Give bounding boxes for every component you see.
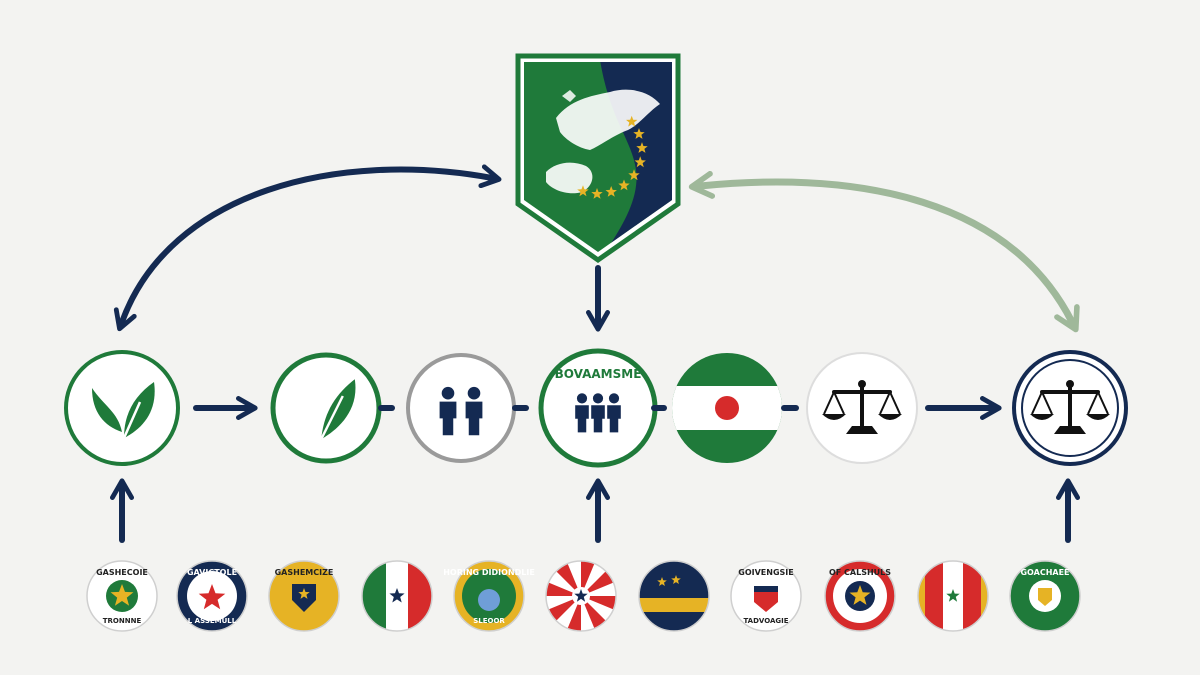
- badge-7: [638, 560, 710, 632]
- badge-9: OF CALSHULS: [824, 560, 896, 632]
- eu-stars: [577, 115, 648, 199]
- badge-1: GASHECOIE TRONNNE: [86, 560, 158, 632]
- up-arrows: [110, 478, 1080, 543]
- star-icon: [605, 186, 617, 197]
- badge-row: GASHECOIE TRONNNE GAVICTOLE L ASSEMULL GASHE…: [86, 560, 1081, 632]
- star-icon: [633, 128, 645, 139]
- badge-8: GOIVENGSIE TADVOAGIE: [730, 560, 802, 632]
- badge-4: [361, 560, 433, 632]
- star-icon: [634, 156, 646, 168]
- badge-top-text: GAVICTOLE: [187, 568, 237, 577]
- badge-top-text: GOIVENGSIE: [738, 568, 793, 577]
- node-people-3: BOVAAMSME: [538, 348, 658, 468]
- star-icon: [591, 188, 603, 199]
- node-leaf-2: [270, 352, 382, 464]
- badge-5: HORING DIDIONDLIE SLEOOR: [443, 560, 535, 632]
- people-icon: [439, 386, 483, 436]
- badge-10: [917, 560, 989, 632]
- crest-seal-icon: [730, 560, 802, 632]
- green-crest-seal-icon: [1009, 560, 1081, 632]
- badge-3: GASHEMCIZE: [268, 560, 340, 632]
- scales-icon: [822, 380, 902, 434]
- people-icon: [575, 393, 621, 433]
- red-star-seal-icon: [824, 560, 896, 632]
- badge-top-text: OF CALSHULS: [829, 568, 891, 577]
- red-dot: [715, 396, 739, 420]
- node-leaf-1: [64, 350, 180, 466]
- badge-top-text: GOACHAEE: [1020, 568, 1069, 577]
- node-scales-2: [1012, 350, 1128, 466]
- badge-bottom-text: TADVOAGIE: [743, 617, 788, 625]
- blue-gold-star-flag-icon: [638, 560, 710, 632]
- curved-arrow-right: [688, 170, 1080, 333]
- badge-top-text: GASHEMCIZE: [275, 568, 334, 577]
- node-scales-1: [806, 352, 918, 464]
- green-star-seal-icon: [86, 560, 158, 632]
- gold-shield-badge-icon: [268, 560, 340, 632]
- europe-map-shield-icon: [515, 53, 681, 264]
- node-people-2: [406, 353, 516, 463]
- badge-top-text: GASHECOIE: [96, 568, 148, 577]
- badge-bottom-text: SLEOOR: [473, 617, 505, 625]
- star-icon: [636, 142, 648, 153]
- star-icon: [626, 115, 638, 127]
- star-icon: [628, 169, 640, 181]
- red-star-blue-badge-icon: [176, 560, 248, 632]
- badge-2: GAVICTOLE L ASSEMULL: [176, 560, 248, 632]
- main-node-row: BOVAAMSME: [64, 348, 1128, 468]
- star-icon: [618, 179, 630, 191]
- star-icon: [577, 185, 589, 197]
- tricolor-star-badge-icon: [917, 560, 989, 632]
- node-flag-red-dot: [672, 353, 782, 463]
- leaf-icon: [320, 379, 356, 440]
- leaf-icon: [92, 382, 155, 439]
- tricolor-star-flag-icon: [361, 560, 433, 632]
- badge-11: GOACHAEE: [1009, 560, 1081, 632]
- badge-top-text: HORING DIDIONDLIE: [443, 568, 535, 577]
- node-label: BOVAAMSME: [555, 367, 642, 381]
- badge-bottom-text: L ASSEMULL: [188, 617, 237, 625]
- red-white-sunburst-icon: [545, 560, 617, 632]
- scales-icon: [1030, 380, 1110, 434]
- curved-arrow-left: [113, 164, 502, 332]
- badge-6: [545, 560, 617, 632]
- green-crest-badge-icon: [453, 560, 525, 632]
- badge-bottom-text: TRONNNE: [103, 617, 142, 625]
